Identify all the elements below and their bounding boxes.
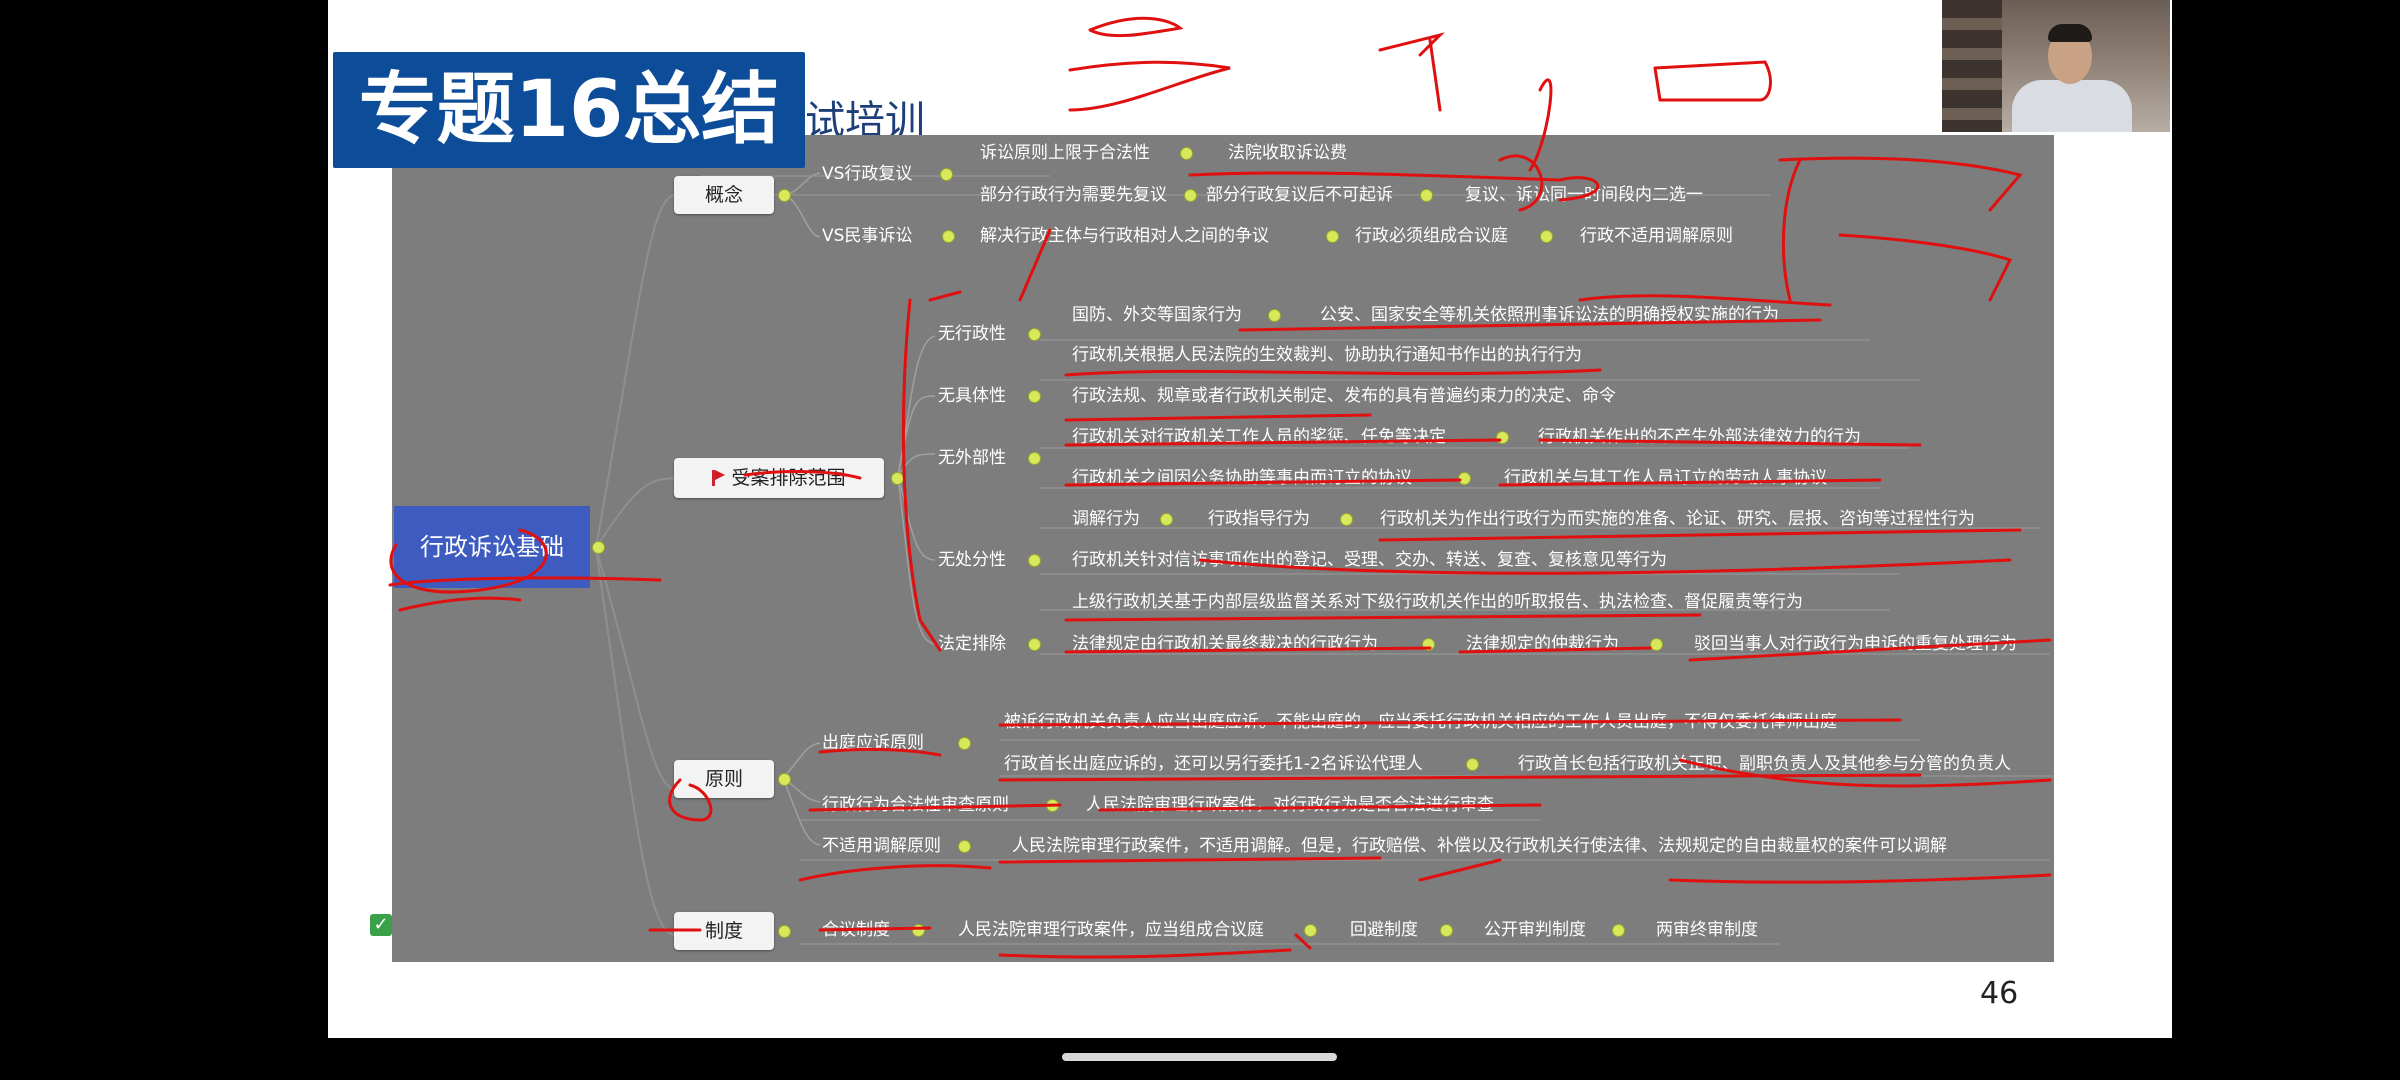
expand-dot-icon[interactable] [1046, 799, 1059, 812]
expand-dot-icon[interactable] [1160, 513, 1173, 526]
expand-dot-icon[interactable] [1184, 189, 1197, 202]
expand-dot-icon[interactable] [1326, 230, 1339, 243]
node-legality[interactable]: 行政行为合法性审查原则 [822, 795, 1009, 815]
node-no-admin-c[interactable]: 行政机关根据人民法院的生效裁判、协助执行通知书作出的执行行为 [1072, 345, 1582, 365]
node-no-admin[interactable]: 无行政性 [938, 324, 1006, 344]
expand-dot-icon[interactable] [778, 773, 791, 786]
mindmap-root[interactable]: 行政诉讼基础 [394, 506, 590, 588]
node-no-mediation[interactable]: 不适用调解原则 [822, 836, 941, 856]
expand-dot-icon[interactable] [1180, 147, 1193, 160]
node-no-mediation-a[interactable]: 人民法院审理行政案件，不适用调解。但是，行政赔偿、补偿以及行政机关行使法律、法规… [1012, 836, 1947, 856]
node-review-c[interactable]: 部分行政行为需要先复议 [980, 185, 1167, 205]
expand-dot-icon[interactable] [1466, 758, 1479, 771]
expand-dot-icon[interactable] [1268, 309, 1281, 322]
node-legal-a[interactable]: 法律规定由行政机关最终裁决的行政行为 [1072, 634, 1378, 654]
node-no-external-b[interactable]: 行政机关作出的不产生外部法律效力的行为 [1538, 427, 1861, 447]
node-no-disposal-d[interactable]: 行政机关针对信访事项作出的登记、受理、交办、转送、复查、复核意见等行为 [1072, 550, 1667, 570]
expand-dot-icon[interactable] [1420, 189, 1433, 202]
node-civil-b[interactable]: 行政必须组成合议庭 [1355, 226, 1508, 246]
node-vs-civil[interactable]: VS民事诉讼 [822, 226, 913, 246]
node-review-e[interactable]: 复议、诉讼同一时间段内二选一 [1465, 185, 1703, 205]
bookshelf-background [1942, 0, 2002, 132]
node-court-c[interactable]: 行政首长包括行政机关正职、副职负责人及其他参与分管的负责人 [1518, 754, 2011, 774]
node-no-disposal-e[interactable]: 上级行政机关基于内部层级监督关系对下级行政机关作出的听取报告、执法检查、督促履责… [1072, 592, 1803, 612]
branch-exclusion[interactable]: 受案排除范围 [674, 458, 884, 498]
expand-dot-icon[interactable] [1028, 390, 1041, 403]
node-no-disposal-a[interactable]: 调解行为 [1072, 509, 1140, 529]
node-no-external-a[interactable]: 行政机关对行政机关工作人员的奖惩、任免等决定 [1072, 427, 1446, 447]
node-legal-b[interactable]: 法律规定的仲裁行为 [1466, 634, 1619, 654]
node-no-disposal-c[interactable]: 行政机关为作出行政行为而实施的准备、论证、研究、层报、咨询等过程性行为 [1380, 509, 1975, 529]
node-court-b[interactable]: 行政首长出庭应诉的，还可以另行委托1-2名诉讼代理人 [1004, 754, 1423, 774]
node-no-disposal-b[interactable]: 行政指导行为 [1208, 509, 1310, 529]
node-public[interactable]: 公开审判制度 [1484, 920, 1586, 940]
expand-dot-icon[interactable] [1340, 513, 1353, 526]
expand-dot-icon[interactable] [942, 230, 955, 243]
mindmap-canvas [392, 135, 2054, 962]
expand-dot-icon[interactable] [958, 737, 971, 750]
presenter-hair [2048, 24, 2092, 42]
expand-dot-icon[interactable] [1028, 554, 1041, 567]
node-court-a[interactable]: 被诉行政机关负责人应当出庭应诉。不能出庭的，应当委托行政机关相应的工作人员出庭，… [1004, 712, 1837, 732]
node-no-external-d[interactable]: 行政机关与其工作人员订立的劳动人事协议 [1504, 468, 1827, 488]
node-legal[interactable]: 法定排除 [938, 634, 1006, 654]
branch-principle[interactable]: 原则 [674, 760, 774, 798]
node-review-d[interactable]: 部分行政复议后不可起诉 [1206, 185, 1393, 205]
expand-dot-icon[interactable] [1422, 638, 1435, 651]
expand-dot-icon[interactable] [1540, 230, 1553, 243]
expand-dot-icon[interactable] [778, 925, 791, 938]
node-legality-a[interactable]: 人民法院审理行政案件，对行政行为是否合法进行审查 [1086, 795, 1494, 815]
node-no-specific[interactable]: 无具体性 [938, 386, 1006, 406]
node-collegial-a[interactable]: 人民法院审理行政案件，应当组成合议庭 [958, 920, 1264, 940]
branch-concept[interactable]: 概念 [674, 176, 774, 214]
expand-dot-icon[interactable] [940, 168, 953, 181]
expand-dot-icon[interactable] [1650, 638, 1663, 651]
slide-title: 专题16总结 [333, 52, 805, 168]
red-flag-icon [712, 470, 726, 486]
node-no-external[interactable]: 无外部性 [938, 448, 1006, 468]
node-recusal[interactable]: 回避制度 [1350, 920, 1418, 940]
node-civil-c[interactable]: 行政不适用调解原则 [1580, 226, 1733, 246]
expand-dot-icon[interactable] [778, 189, 791, 202]
expand-dot-icon[interactable] [1496, 431, 1509, 444]
home-indicator-bar[interactable] [1062, 1053, 1337, 1061]
branch-system[interactable]: 制度 [674, 912, 774, 950]
page-number: 46 [1980, 976, 2019, 1011]
node-no-disposal[interactable]: 无处分性 [938, 550, 1006, 570]
expand-dot-icon[interactable] [1028, 328, 1041, 341]
node-civil-a[interactable]: 解决行政主体与行政相对人之间的争议 [980, 226, 1269, 246]
node-court[interactable]: 出庭应诉原则 [822, 733, 924, 753]
node-no-specific-a[interactable]: 行政法规、规章或者行政机关制定、发布的具有普遍约束力的决定、命令 [1072, 386, 1616, 406]
node-collegial[interactable]: 合议制度 [822, 920, 890, 940]
expand-dot-icon[interactable] [958, 840, 971, 853]
node-no-admin-a[interactable]: 国防、外交等国家行为 [1072, 305, 1242, 325]
presenter-body [2012, 80, 2132, 132]
webcam-video[interactable] [1942, 0, 2170, 132]
checkbox-icon: ✓ [370, 914, 392, 936]
expand-dot-icon[interactable] [592, 541, 605, 554]
expand-dot-icon[interactable] [1028, 638, 1041, 651]
node-legal-c[interactable]: 驳回当事人对行政行为申诉的重复处理行为 [1694, 634, 2017, 654]
branch-exclusion-label: 受案排除范围 [731, 467, 846, 489]
node-final[interactable]: 两审终审制度 [1656, 920, 1758, 940]
expand-dot-icon[interactable] [891, 472, 904, 485]
pen-icon[interactable] [1304, 924, 1317, 937]
node-no-admin-b[interactable]: 公安、国家安全等机关依照刑事诉讼法的明确授权实施的行为 [1320, 305, 1779, 325]
expand-dot-icon[interactable] [912, 924, 925, 937]
expand-dot-icon[interactable] [1440, 924, 1453, 937]
expand-dot-icon[interactable] [1458, 472, 1471, 485]
node-vs-review[interactable]: VS行政复议 [822, 164, 913, 184]
expand-dot-icon[interactable] [1612, 924, 1625, 937]
node-review-a[interactable]: 诉讼原则上限于合法性 [980, 143, 1150, 163]
node-no-external-c[interactable]: 行政机关之间因公务协助等事由而订立的协议 [1072, 468, 1412, 488]
node-review-b[interactable]: 法院收取诉讼费 [1228, 143, 1347, 163]
expand-dot-icon[interactable] [1028, 452, 1041, 465]
